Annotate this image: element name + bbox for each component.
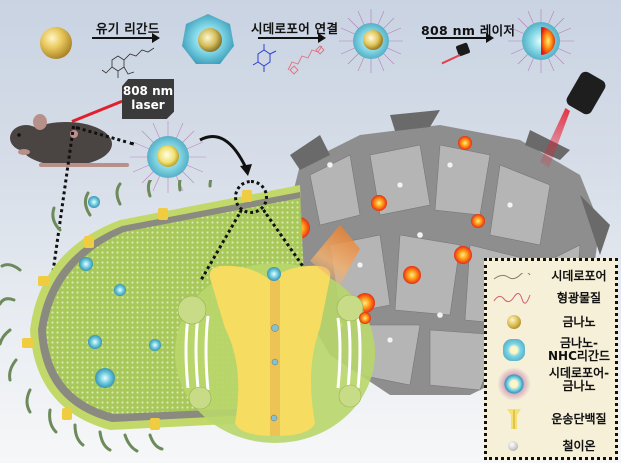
laser-device: 808 nm laser [122, 79, 174, 119]
zoom-region-circle [234, 180, 268, 214]
curved-arrow-icon [199, 135, 252, 176]
siderophore-line-icon [493, 273, 531, 280]
legend-item-gold-nhc: 금나노- NHC리간드 [487, 335, 615, 365]
siderophore-gold-particle-zoom [130, 121, 206, 193]
step-label-siderophore-link: 시데로포어 연결 [251, 21, 339, 36]
gold-nhc-particle-icon [182, 14, 234, 64]
mouse-illustration [10, 114, 129, 167]
step-label-organic-ligand: 유기 리간드 [96, 21, 160, 36]
siderophore-gold-particle-icon [339, 9, 403, 73]
siderophore-structure-icon [252, 44, 325, 75]
siderophore-gold-icon [497, 367, 531, 401]
legend-item-gold: 금나노 [487, 313, 615, 333]
legend-item-siderophore: 시데로포어 [487, 267, 615, 287]
legend-item-fluorescent: 형광물질 [487, 289, 615, 309]
iron-ion-icon [508, 441, 518, 451]
mini-laser-beam [441, 54, 461, 65]
fluorescent-line-icon [493, 293, 531, 304]
transport-protein-icon [507, 409, 521, 429]
process-row: 유기 리간드 시데로포어 연결 [0, 0, 621, 78]
gold-nhc-icon [503, 339, 525, 361]
arrow-right-icon [92, 33, 160, 43]
gold-nanoparticle-icon [40, 27, 72, 59]
laser-label: 808 nm laser [122, 84, 174, 112]
heated-particle-icon [508, 9, 574, 73]
transport-protein-zoom-inset [175, 263, 375, 443]
legend-box: 시데로포어 형광물질 금나노 금나노- NHC리간드 시데로포어- 금나노 운송… [484, 258, 618, 460]
arrow-right-icon [426, 33, 494, 43]
legend-item-iron-ion: 철이온 [487, 437, 615, 457]
gold-nanoparticle-icon [507, 315, 521, 329]
legend-item-siderophore-gold: 시데로포어- 금나노 [487, 365, 615, 401]
nhc-ligand-structure-icon [101, 47, 155, 78]
arrow-right-icon [258, 33, 326, 43]
legend-item-transport-protein: 운송단백질 [487, 407, 615, 433]
